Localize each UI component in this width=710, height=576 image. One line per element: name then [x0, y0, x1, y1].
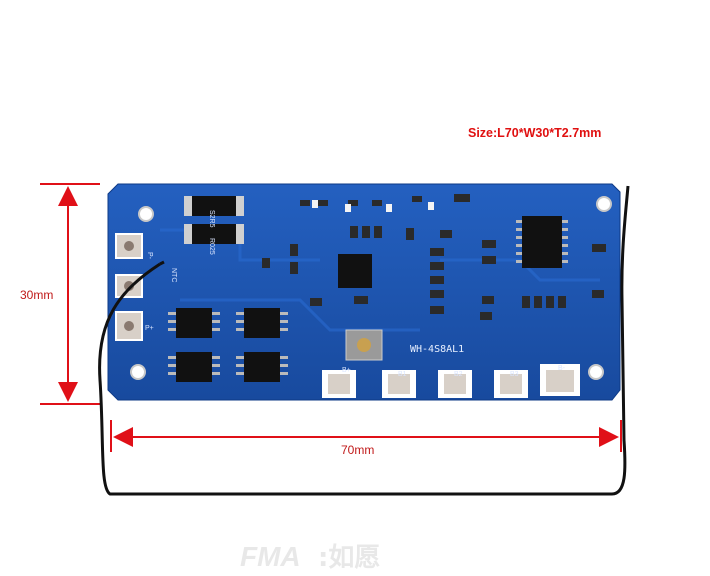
svg-text:B3: B3 — [510, 371, 519, 378]
svg-text:B1: B1 — [398, 371, 407, 378]
svg-text:B2: B2 — [454, 371, 463, 378]
svg-text:NTC: NTC — [170, 268, 177, 282]
protection-ic — [522, 216, 562, 268]
mounting-hole — [596, 196, 612, 212]
board-model-silk: WH-4S8AL1 — [410, 344, 464, 355]
svg-text:B-: B- — [558, 365, 566, 372]
mounting-hole — [138, 206, 154, 222]
led-indicators — [312, 200, 434, 212]
height-dimension-arrow — [40, 183, 100, 405]
svg-text:P+: P+ — [145, 325, 154, 332]
svg-text::如愿: :如愿 — [318, 543, 380, 573]
svg-text:S2R5: S2R5 — [208, 210, 215, 228]
svg-text:R025: R025 — [208, 238, 215, 255]
size-label: Size:L70*W30*T2.7mm — [468, 126, 602, 140]
svg-text:FMA: FMA — [240, 541, 301, 572]
shunt-resistor — [188, 224, 240, 244]
pcb-board: P- NTC P+ B+ B1 B2 B3 B- WH-4S8AL1 S2R5 … — [107, 183, 621, 401]
shunt-resistor — [188, 196, 240, 216]
mosfet-group — [168, 308, 288, 382]
controller-ic — [338, 254, 372, 288]
width-dimension-arrow — [110, 420, 622, 452]
smd-components — [262, 194, 606, 320]
mounting-hole — [130, 364, 146, 380]
mounting-hole — [588, 364, 604, 380]
svg-text:P-: P- — [146, 252, 153, 260]
watermark: FMA :如愿 — [240, 541, 380, 573]
ntc-wire — [98, 185, 630, 496]
svg-text:B+: B+ — [342, 367, 351, 374]
height-dimension-label: 30mm — [20, 288, 54, 302]
